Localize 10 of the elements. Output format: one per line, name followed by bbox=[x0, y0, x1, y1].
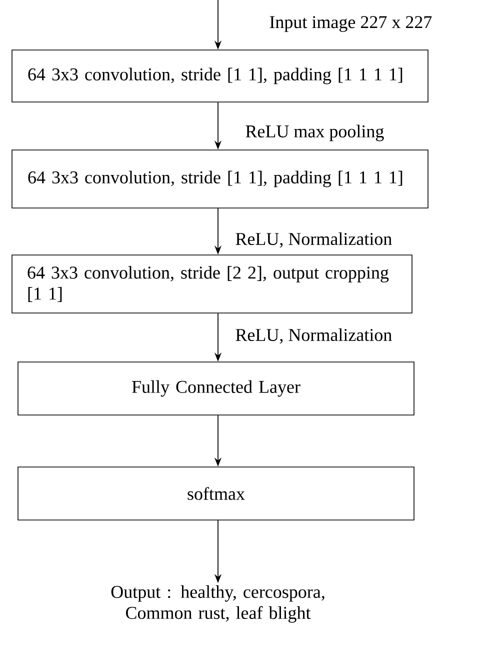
layer-box: 64 3x3 convolution, stride [2 2], output cropping [1 1] bbox=[12, 254, 412, 314]
edge-label: ReLU, Normalization bbox=[236, 328, 392, 344]
layer-box: 64 3x3 convolution, stride [1 1], padding [1 1 1 1] bbox=[12, 150, 428, 208]
layer-box: 64 3x3 convolution, stride [1 1], padding [1 1 1 1] bbox=[12, 50, 428, 102]
edge-label: Input image 227 x 227 bbox=[270, 16, 432, 32]
layer-box: softmax bbox=[18, 466, 414, 520]
edge-label: ReLU max pooling bbox=[246, 124, 384, 142]
layer-box: Fully Connected Layer bbox=[18, 362, 414, 416]
output-text: Output : healthy, cercospora, Common rust, leaf blight bbox=[111, 585, 324, 623]
edge-label: ReLU, Normalization bbox=[236, 232, 392, 248]
